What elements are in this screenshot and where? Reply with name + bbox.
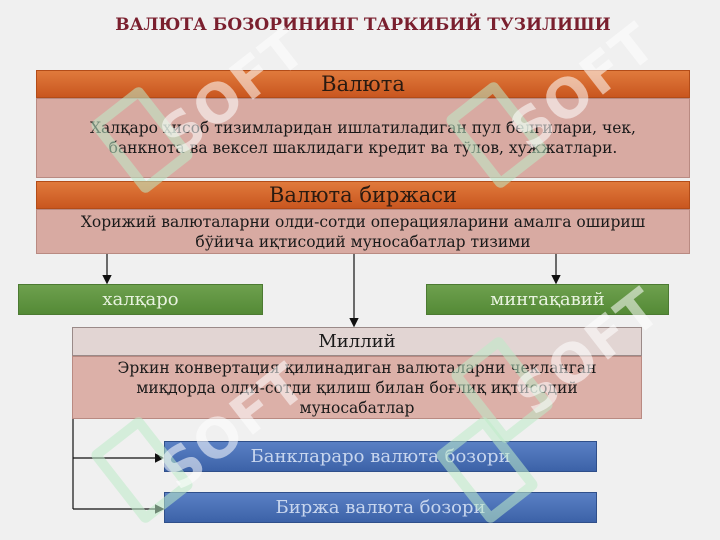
valyuta-description-text: Халқаро ҳисоб тизимларидан ишлатиладиган…	[90, 119, 636, 157]
interbank-market-box: Банклараро валюта бозори	[164, 441, 597, 472]
exchange-market-box: Биржа валюта бозори	[164, 492, 597, 523]
milliy-description-text: Эркин конвертация қилинадиган валюталарн…	[117, 358, 597, 417]
valyuta-header: Валюта	[36, 70, 690, 98]
page-title: ВАЛЮТА БОЗОРИНИНГ ТАРКИБИЙ ТУЗИЛИШИ	[115, 15, 611, 35]
birzha-description-text: Хорижий валюталарни олди-сотди операциял…	[80, 212, 646, 251]
milliy-description: Эркин конвертация қилинадиган валюталарн…	[72, 356, 642, 419]
birzha-description: Хорижий валюталарни олди-сотди операциял…	[36, 209, 690, 254]
birzha-header: Валюта биржаси	[36, 181, 690, 209]
regional-box: минтақавий	[426, 284, 669, 315]
international-box: халқаро	[18, 284, 263, 315]
milliy-header: Миллий	[72, 327, 642, 356]
valyuta-description: Халқаро ҳисоб тизимларидан ишлатиладиган…	[36, 98, 690, 178]
